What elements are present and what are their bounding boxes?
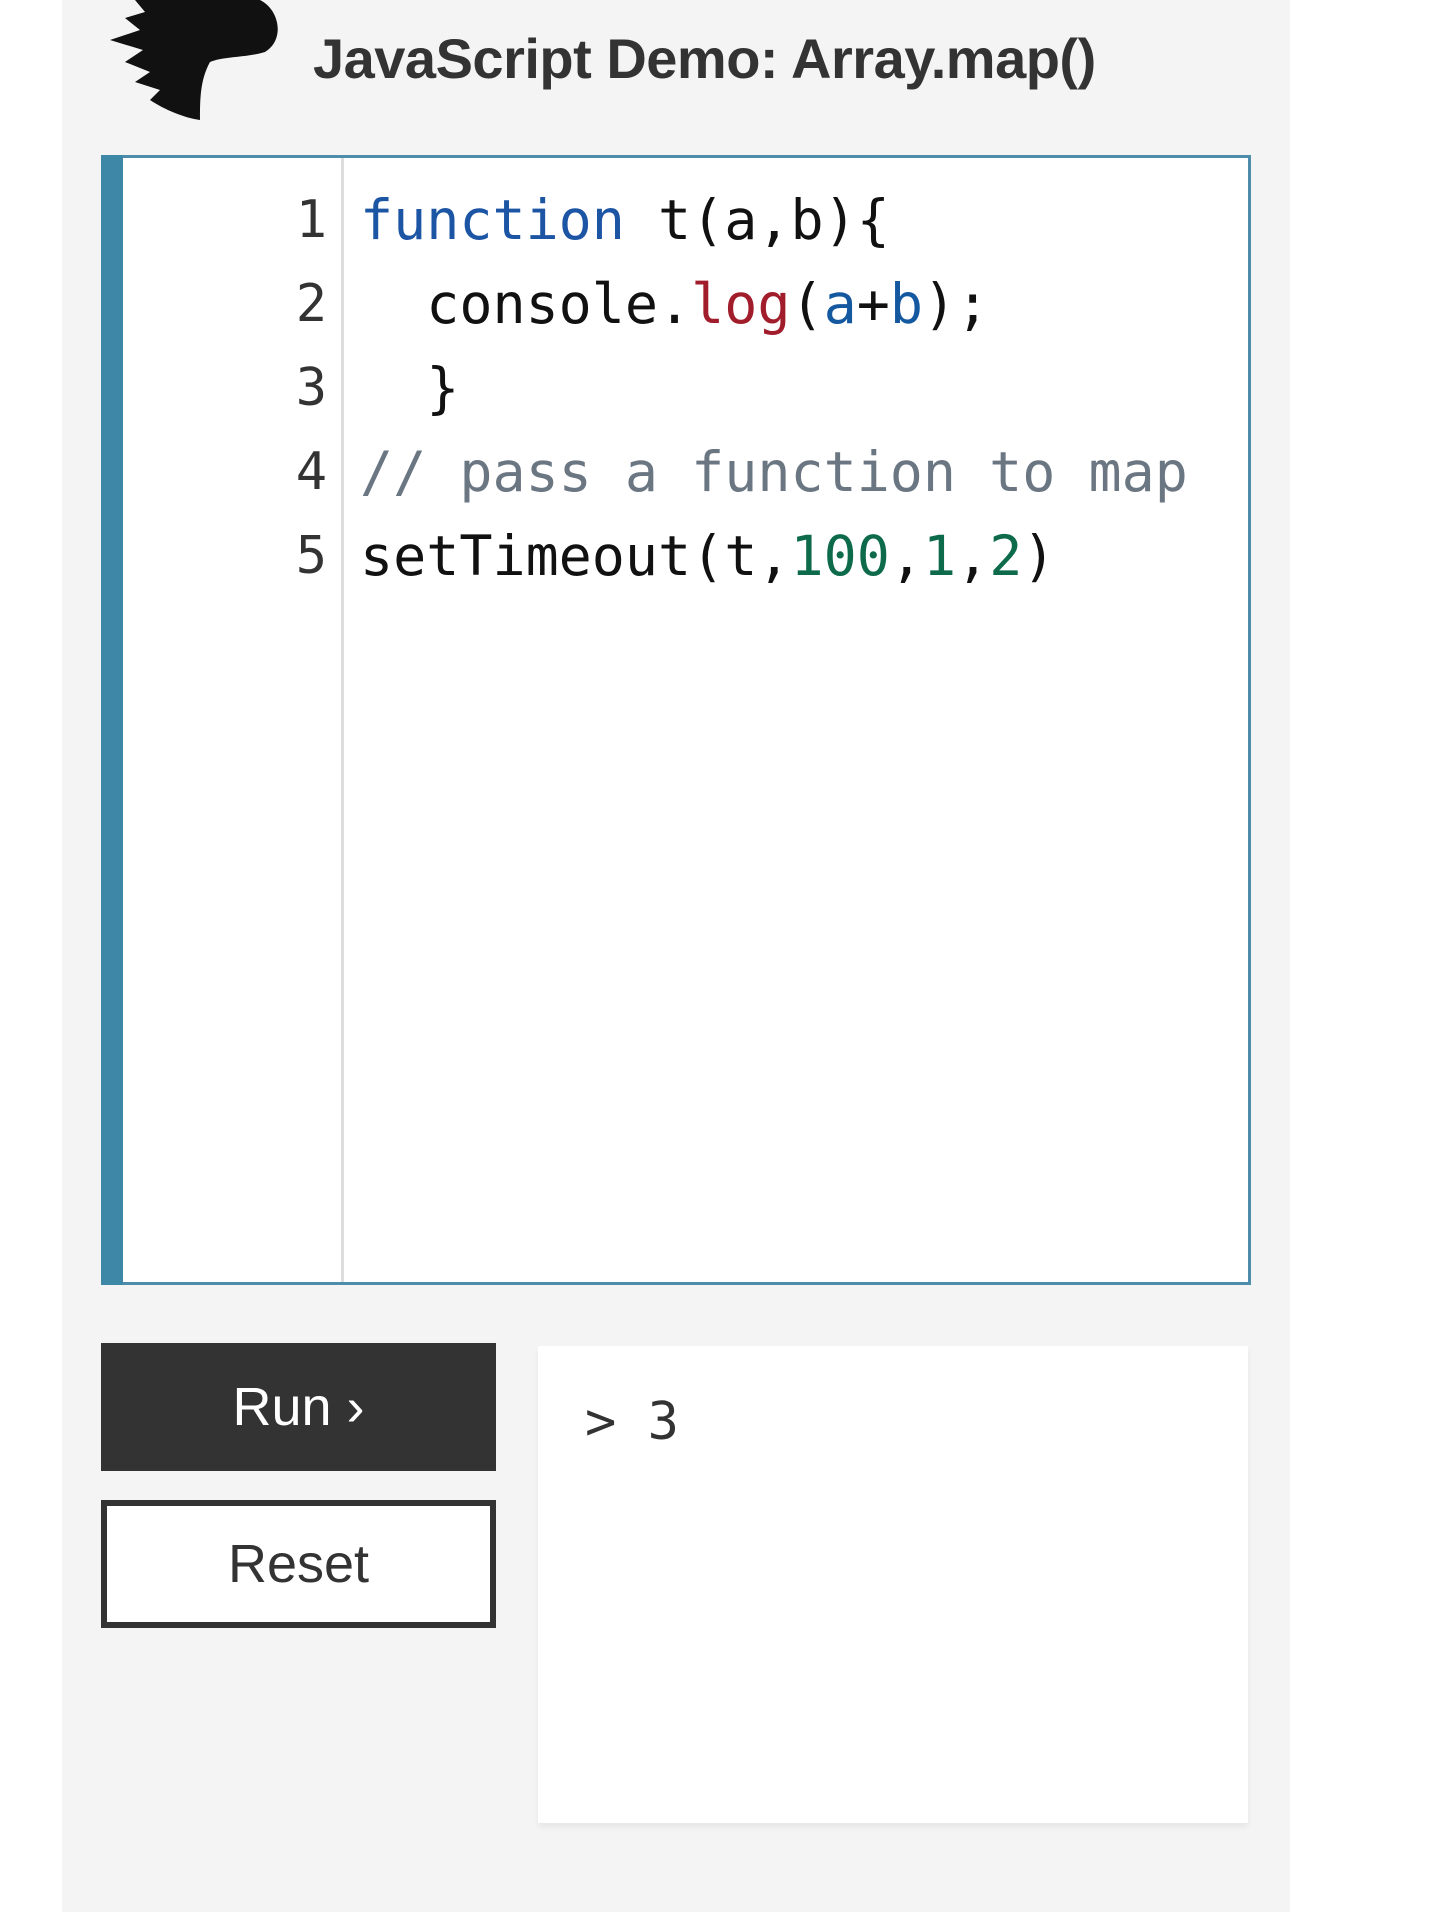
page-title: JavaScript Demo: Array.map() bbox=[313, 27, 1096, 90]
code-line: function t(a,b){ bbox=[360, 178, 1188, 262]
line-number: 1 bbox=[295, 190, 327, 250]
code-token: a bbox=[823, 272, 857, 336]
line-number: 3 bbox=[295, 358, 327, 418]
code-line: console.log(a+b); bbox=[360, 262, 1188, 346]
line-number-gutter: 1 2 3 4 5 bbox=[123, 158, 344, 1282]
code-token: 2 bbox=[989, 524, 1023, 588]
code-token: , bbox=[956, 524, 990, 588]
editor-accent-bar bbox=[101, 155, 123, 1285]
code-token: , bbox=[889, 524, 923, 588]
code-token: ( bbox=[790, 272, 824, 336]
code-token: t(a,b){ bbox=[624, 188, 890, 252]
code-token: 100 bbox=[790, 524, 890, 588]
output-line: > 3 bbox=[585, 1392, 679, 1452]
code-token: function bbox=[360, 188, 625, 252]
code-line: setTimeout(t,100,1,2) bbox=[360, 514, 1188, 598]
code-token: setTimeout(t, bbox=[360, 524, 791, 588]
code-token: b bbox=[889, 272, 923, 336]
code-token: ); bbox=[922, 272, 990, 336]
line-number: 4 bbox=[295, 442, 327, 502]
dinosaur-logo-icon bbox=[110, 0, 278, 120]
code-token: console. bbox=[360, 272, 692, 336]
console-output: > 3 bbox=[538, 1346, 1248, 1823]
code-token: log bbox=[691, 272, 791, 336]
code-line: } bbox=[360, 346, 1188, 430]
reset-button[interactable]: Reset bbox=[101, 1500, 496, 1628]
code-token: + bbox=[856, 272, 890, 336]
code-line: // pass a function to map bbox=[360, 430, 1188, 514]
line-number: 5 bbox=[295, 526, 327, 586]
code-token: } bbox=[360, 356, 460, 420]
code-content[interactable]: function t(a,b){ console.log(a+b); } // p… bbox=[360, 178, 1188, 598]
line-number: 2 bbox=[295, 274, 327, 334]
code-token: ) bbox=[1022, 524, 1056, 588]
code-token: // pass a function to map bbox=[360, 440, 1188, 504]
code-token: 1 bbox=[922, 524, 957, 588]
run-button[interactable]: Run › bbox=[101, 1343, 496, 1471]
